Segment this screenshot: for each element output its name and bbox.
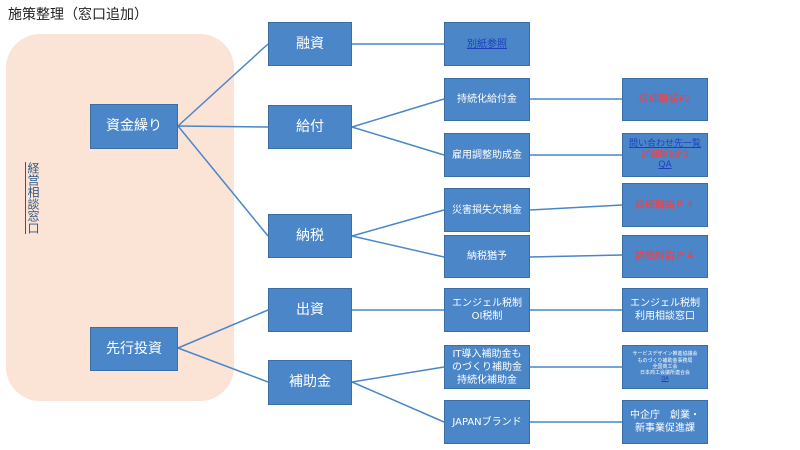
node-angel-consult: エンジェル税制 利用相談窓口 <box>622 288 708 332</box>
node-service-label: サービスデザイン推進協議会 ものづくり補助金事務局 全国商工会 日本商工会議所連… <box>632 351 698 377</box>
connector-shikin-kyufu <box>177 125 269 128</box>
node-angel-label: エンジェル税制 OI税制 <box>452 298 522 322</box>
node-p4b[interactable]: 詳細解説Ｐ４ <box>622 235 708 278</box>
besshi-link[interactable]: 別紙参照 <box>467 38 507 50</box>
detail-p3-link[interactable]: 詳細解説P3 <box>641 149 689 160</box>
connector-kyufu-koyo <box>351 126 445 156</box>
node-shikin: 資金繰り <box>90 104 178 149</box>
connector-shikin-nozei <box>177 125 269 237</box>
node-senko: 先行投資 <box>90 327 178 371</box>
node-p4a[interactable]: 詳細解説Ｐ４ <box>622 183 708 227</box>
node-chusho: 中企庁 創業・ 新事業促進課 <box>622 400 708 444</box>
node-kyufu-label: 給付 <box>296 118 324 135</box>
node-japan: JAPANブランド <box>444 400 530 444</box>
detail-p4b-link[interactable]: 詳細解説Ｐ４ <box>635 251 695 262</box>
contact-list-link[interactable]: 問い合わせ先一覧 <box>628 139 701 150</box>
connector-yuyo-p4b <box>529 254 623 258</box>
node-shikin-label: 資金繰り <box>106 118 162 135</box>
node-p3: 問い合わせ先一覧 詳細解説P3 QA <box>622 133 708 177</box>
node-hojo-label: 補助金 <box>289 374 331 391</box>
node-saigai-label: 災害損失欠損金 <box>452 204 522 216</box>
node-shusshi: 出資 <box>268 288 352 332</box>
node-yuyo-label: 納税猶予 <box>467 251 507 262</box>
node-jizoku: 持続化給付金 <box>444 78 530 121</box>
consultation-window-label[interactable]: 経営相談窓口 <box>26 162 40 234</box>
connector-nozei-saigai <box>351 209 445 237</box>
node-japan-label: JAPANブランド <box>452 416 522 428</box>
node-koyo: 雇用調整助成金 <box>444 133 530 177</box>
connector-nozei-yuyo <box>351 235 445 258</box>
node-nozei: 納税 <box>268 214 352 258</box>
node-angel: エンジェル税制 OI税制 <box>444 288 530 332</box>
detail-p2-link[interactable]: 詳細解説P2 <box>638 94 692 105</box>
connector-senko-shusshi <box>177 309 269 349</box>
connector-hojo-it <box>351 366 445 383</box>
detail-p4a-link[interactable]: 詳細解説Ｐ４ <box>635 199 695 211</box>
page-title: 施策整理（窓口追加） <box>8 7 148 23</box>
node-kyufu: 給付 <box>268 105 352 149</box>
service-qa-link[interactable]: QA <box>661 376 669 383</box>
node-p2[interactable]: 詳細解説P2 <box>622 78 708 121</box>
qa-link[interactable]: QA <box>658 160 672 171</box>
node-yushi-label: 融資 <box>296 35 324 52</box>
node-jizoku-label: 持続化給付金 <box>457 94 517 105</box>
connector-saigai-p4a <box>529 204 623 211</box>
node-angel-consult-label: エンジェル税制 利用相談窓口 <box>630 298 700 322</box>
node-it-label: IT導入補助金も のづくり補助金 持続化補助金 <box>452 348 522 386</box>
node-koyo-label: 雇用調整助成金 <box>452 149 522 161</box>
node-shusshi-label: 出資 <box>296 301 324 318</box>
connector-shikin-yushi <box>177 43 269 127</box>
connector-senko-hojo <box>177 347 269 383</box>
node-service: サービスデザイン推進協議会 ものづくり補助金事務局 全国商工会 日本商工会議所連… <box>622 345 708 389</box>
node-nozei-label: 納税 <box>296 227 324 244</box>
node-yuyo: 納税猶予 <box>444 235 530 278</box>
node-it: IT導入補助金も のづくり補助金 持続化補助金 <box>444 345 530 389</box>
node-senko-label: 先行投資 <box>106 340 162 357</box>
node-besshi[interactable]: 別紙参照 <box>444 22 530 66</box>
connector-hojo-japan <box>351 381 445 423</box>
node-yushi: 融資 <box>268 22 352 66</box>
node-hojo: 補助金 <box>268 360 352 405</box>
node-saigai: 災害損失欠損金 <box>444 188 530 232</box>
node-chusho-label: 中企庁 創業・ 新事業促進課 <box>630 410 700 434</box>
connector-kyufu-jizoku <box>351 98 445 128</box>
